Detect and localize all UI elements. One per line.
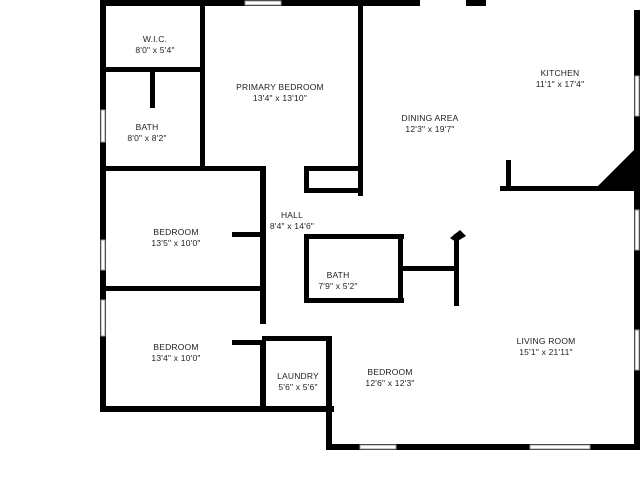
wall-hbath-left	[304, 234, 309, 300]
wall-bottom-left	[100, 406, 266, 412]
room-name: KITCHEN	[540, 68, 580, 78]
wall-laundry-top	[262, 336, 332, 341]
wall-bottom-right	[326, 444, 640, 450]
wall-kitchen-stub	[506, 160, 511, 190]
room-name: W.I.C.	[142, 34, 168, 44]
room-dining-area: DINING AREA 12'3" x 19'7"	[376, 113, 484, 135]
window-wic	[100, 109, 106, 143]
wall-closet2-right	[454, 234, 459, 306]
room-dims: 7'9" x 5'2"	[318, 281, 358, 291]
wall-hall-left-lower	[260, 286, 266, 324]
room-dims: 8'0" x 5'4"	[135, 45, 175, 55]
room-hall: HALL 8'4" x 14'6"	[262, 210, 322, 232]
room-dims: 11'1" x 17'4"	[535, 79, 585, 89]
wall-hbath-top	[304, 234, 404, 239]
wall-bath-stub	[150, 70, 155, 108]
room-dims: 13'4" x 10'0"	[151, 353, 201, 363]
wall-kitchen-bottom	[500, 186, 640, 191]
wall-closet2-top	[403, 266, 459, 271]
wall-wic-bottom	[104, 67, 202, 72]
room-primary-bedroom: PRIMARY BEDROOM 13'4" x 13'10"	[212, 82, 348, 104]
window-right-3	[634, 329, 640, 371]
wall-bath-bottom	[104, 166, 264, 171]
room-bedroom-4: BEDROOM 12'6" x 12'3"	[344, 367, 436, 389]
room-dims: 8'0" x 8'2"	[127, 133, 167, 143]
wall-hall-left-upper	[260, 166, 266, 296]
wall-corner	[450, 230, 466, 242]
wall-primary-right	[358, 6, 363, 196]
wall-step	[326, 406, 332, 450]
room-dims: 13'5" x 10'0"	[151, 238, 201, 248]
wall-primary-bottom	[200, 166, 262, 171]
room-dims: 8'4" x 14'6"	[269, 221, 315, 231]
room-name: HALL	[280, 210, 304, 220]
wall-laundry-bottom	[262, 406, 334, 412]
wall-closet-left	[304, 166, 309, 192]
room-bedroom-2: BEDROOM 13'5" x 10'0"	[128, 227, 224, 249]
window-bed2	[100, 239, 106, 271]
wall-closet-bottom	[304, 188, 363, 193]
room-name: PRIMARY BEDROOM	[236, 82, 324, 92]
room-dims: 15'1" x 21'11"	[519, 347, 573, 357]
room-dims: 12'3" x 19'7"	[405, 124, 455, 134]
kitchen-counter	[598, 150, 634, 186]
room-name: BATH	[326, 270, 350, 280]
wall-left	[100, 0, 106, 412]
room-name: BEDROOM	[153, 227, 199, 237]
room-name: BEDROOM	[153, 342, 199, 352]
window-bed4	[359, 444, 397, 450]
room-bath-hall: BATH 7'9" x 5'2"	[310, 270, 366, 292]
wall-laundry-left	[260, 340, 266, 412]
room-name: LAUNDRY	[277, 371, 319, 381]
room-bedroom-3: BEDROOM 13'4" x 10'0"	[128, 342, 224, 364]
wall-bed3-closet	[232, 340, 266, 345]
room-dims: 13'4" x 13'10"	[252, 93, 308, 103]
wall-hbath-right	[398, 234, 403, 302]
room-living-room: LIVING ROOM 15'1" x 21'11"	[498, 336, 594, 358]
wall-bed2-closet	[232, 232, 262, 237]
wall-primary-left	[200, 6, 205, 170]
window-top	[244, 0, 282, 6]
wall-hbath-bottom	[304, 298, 404, 303]
wall-bed2-bottom	[104, 286, 264, 291]
room-dims: 12'6" x 12'3"	[365, 378, 415, 388]
room-laundry: LAUNDRY 5'6" x 5'6"	[270, 371, 326, 393]
wall-top-right	[466, 0, 486, 6]
window-living	[529, 444, 591, 450]
wall-right-lower	[634, 190, 640, 450]
room-name: LIVING ROOM	[516, 336, 576, 346]
room-bath-main: BATH 8'0" x 8'2"	[110, 122, 184, 144]
room-name: BATH	[135, 122, 159, 132]
window-right-2	[634, 209, 640, 251]
window-bed3	[100, 299, 106, 337]
room-wic: W.I.C. 8'0" x 5'4"	[112, 34, 198, 56]
wall-laundry-right	[326, 338, 332, 412]
room-name: BEDROOM	[367, 367, 413, 377]
room-kitchen: KITCHEN 11'1" x 17'4"	[516, 68, 604, 90]
room-dims: 5'6" x 5'6"	[278, 382, 318, 392]
room-name: DINING AREA	[401, 113, 459, 123]
wall-closet-top	[304, 166, 363, 171]
window-right-1	[634, 75, 640, 117]
